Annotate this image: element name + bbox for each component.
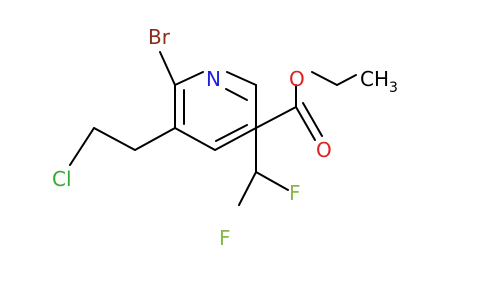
carbonyl-oxygen-label: O (316, 138, 332, 162)
bond-ch2-cl (93, 127, 136, 151)
bond-c2-br (159, 51, 176, 86)
fluorine-upper-label: F (289, 181, 301, 205)
ester-oxygen-label: O (289, 67, 305, 91)
methyl-subscript: 3 (389, 80, 398, 96)
bond-ester-o-c (336, 74, 357, 86)
bromine-label: Br (148, 25, 171, 49)
chlorine-label: Cl (52, 167, 72, 191)
substituent-bonds (93, 51, 338, 206)
bond-chf2-f-upper (255, 171, 289, 191)
pyridine-ring (174, 71, 257, 151)
fluorine-lower-label: F (219, 226, 231, 250)
bond-chf2-f-lower (238, 171, 257, 206)
bond-o-methyl (311, 71, 338, 86)
bond-c5-c4 (214, 127, 257, 151)
bond-c=o-1 (295, 106, 316, 141)
bond-c5-c4-double (215, 124, 248, 142)
nitrogen-label: N (206, 67, 221, 91)
methyl-label: CH3 (360, 67, 398, 96)
bond-ch2-cl-extension (69, 127, 95, 166)
bond-c=o-2 (302, 102, 323, 137)
bond-c2-n (174, 71, 204, 86)
bond-n-c6 (226, 71, 257, 86)
bond-c6-carbonyl (255, 106, 297, 129)
bond-c4-c3 (174, 127, 216, 151)
bond-n-c6-double (225, 88, 248, 101)
bond-c3-ch2 (134, 127, 176, 151)
